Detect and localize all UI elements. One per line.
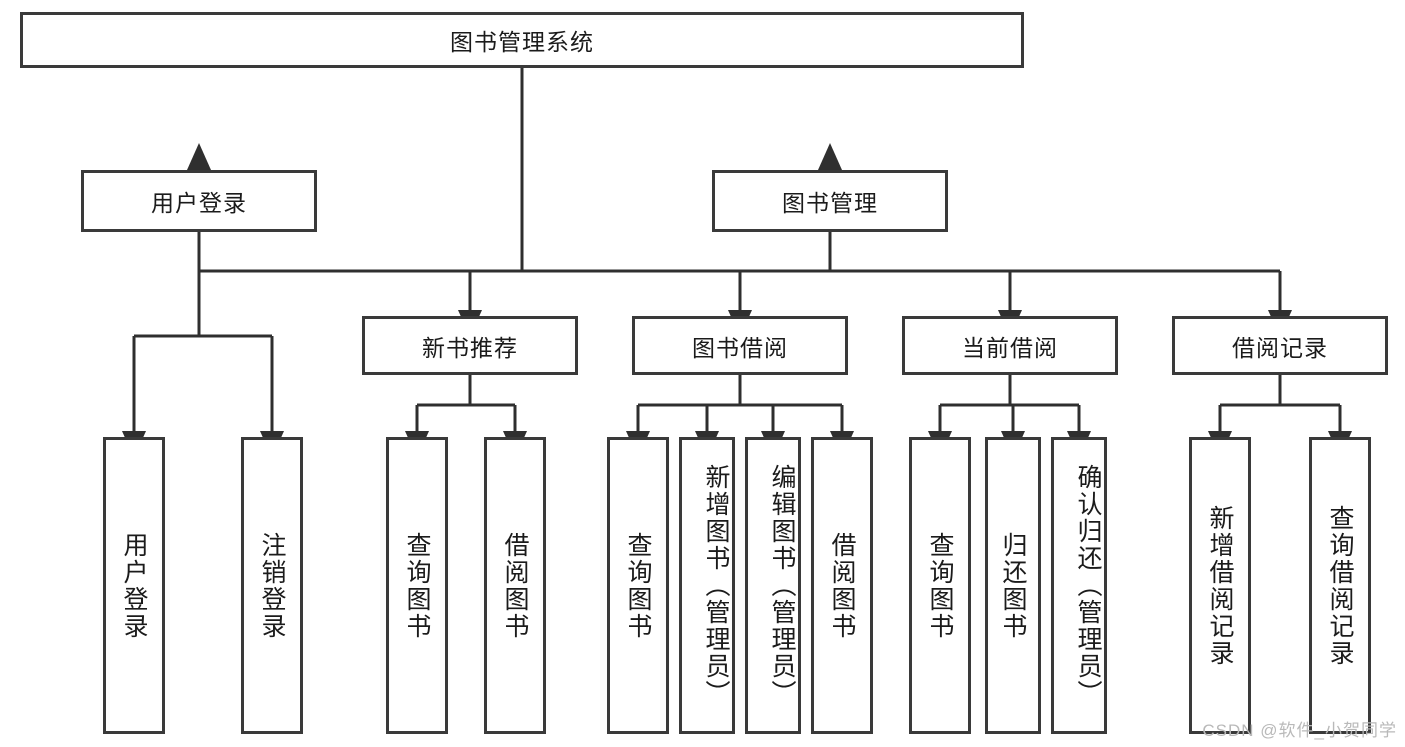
node-userlogin[interactable]: 用户登录 (103, 437, 165, 734)
node-label: 确认归还（管理员） (1074, 464, 1102, 707)
node-root[interactable]: 图书管理系统 (20, 12, 1024, 68)
node-label: 图书借阅 (692, 334, 788, 361)
node-label: 查询图书 (926, 531, 954, 640)
node-b1[interactable]: 借阅图书 (484, 437, 546, 734)
node-label: 图书管理系统 (450, 29, 594, 55)
node-borrow[interactable]: 图书借阅 (632, 316, 848, 375)
node-addrec[interactable]: 新增借阅记录 (1189, 437, 1251, 734)
node-label: 新增图书（管理员） (702, 464, 730, 707)
node-label: 查询图书 (624, 531, 652, 640)
node-label: 借阅图书 (501, 531, 529, 640)
node-newbook[interactable]: 新书推荐 (362, 316, 578, 375)
node-label: 归还图书 (999, 531, 1027, 640)
node-label: 图书管理 (782, 190, 878, 216)
node-label: 新增借阅记录 (1206, 504, 1234, 667)
node-q2[interactable]: 查询图书 (607, 437, 669, 734)
node-logout[interactable]: 注销登录 (241, 437, 303, 734)
node-edit2[interactable]: 编辑图书（管理员） (745, 437, 801, 734)
node-label: 查询借阅记录 (1326, 504, 1354, 667)
watermark: CSDN @软件_小贺同学 (1202, 721, 1397, 740)
node-q3[interactable]: 查询图书 (909, 437, 971, 734)
node-label: 新书推荐 (422, 334, 518, 361)
node-label: 用户登录 (120, 531, 148, 640)
node-ret3[interactable]: 归还图书 (985, 437, 1041, 734)
node-records[interactable]: 借阅记录 (1172, 316, 1388, 375)
node-label: 注销登录 (258, 531, 286, 640)
node-add2[interactable]: 新增图书（管理员） (679, 437, 735, 734)
node-label: 借阅图书 (828, 531, 856, 640)
node-b2[interactable]: 借阅图书 (811, 437, 873, 734)
node-q1[interactable]: 查询图书 (386, 437, 448, 734)
node-login[interactable]: 用户登录 (81, 170, 317, 232)
node-label: 借阅记录 (1232, 334, 1328, 361)
node-label: 当前借阅 (962, 334, 1058, 361)
node-label: 用户登录 (151, 190, 247, 216)
node-current[interactable]: 当前借阅 (902, 316, 1118, 375)
node-conf3[interactable]: 确认归还（管理员） (1051, 437, 1107, 734)
node-bookmgmt[interactable]: 图书管理 (712, 170, 948, 232)
node-label: 编辑图书（管理员） (768, 464, 796, 707)
node-qrec[interactable]: 查询借阅记录 (1309, 437, 1371, 734)
node-label: 查询图书 (403, 531, 431, 640)
